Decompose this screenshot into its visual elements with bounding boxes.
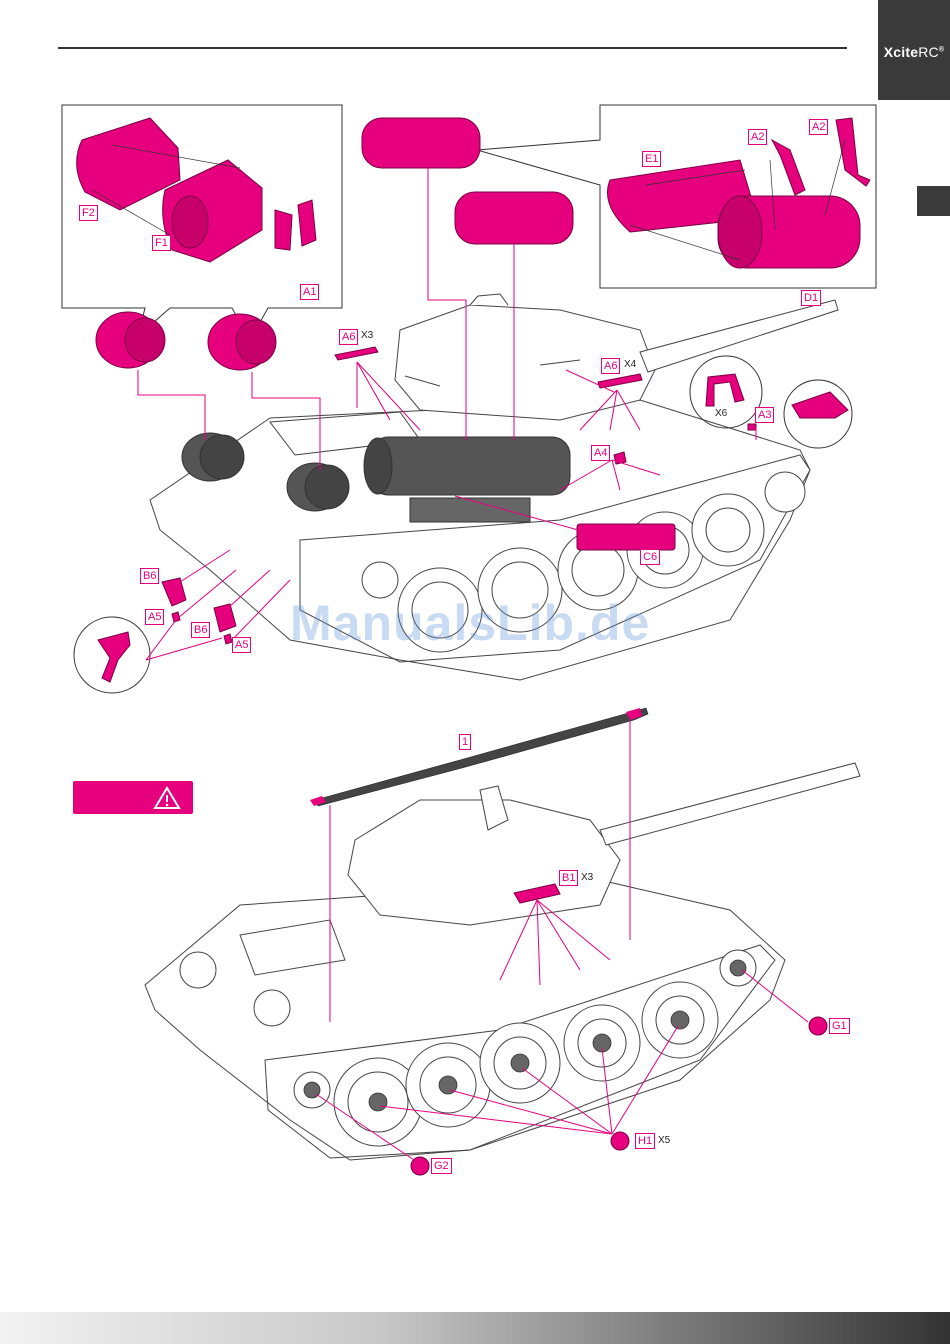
part-label-a6-left: A6 — [339, 329, 358, 345]
part-label-a5-right: A5 — [232, 637, 251, 653]
qty-x6: X6 — [715, 408, 727, 419]
part-label-h1: H1 — [635, 1133, 655, 1149]
watermark: ManualsLib.de — [290, 594, 650, 652]
warning-triangle-icon — [153, 785, 181, 811]
part-label-b6-upper: B6 — [140, 568, 159, 584]
part-label-e1: E1 — [642, 151, 661, 167]
part-label-a1: A1 — [300, 284, 319, 300]
part-label-b1: B1 — [559, 870, 578, 886]
qty-a6-left: X3 — [361, 330, 373, 341]
part-label-b6-lower: B6 — [191, 622, 210, 638]
qty-h1: X5 — [658, 1135, 670, 1146]
part-label-d1: D1 — [801, 290, 821, 306]
qty-a6-right: X4 — [624, 359, 636, 370]
part-label-f1: F1 — [152, 235, 171, 251]
part-label-a2-left: A2 — [748, 129, 767, 145]
part-label-g2: G2 — [431, 1158, 452, 1174]
part-label-a5-left: A5 — [145, 609, 164, 625]
part-label-c6: C6 — [640, 549, 660, 565]
part-label-1: 1 — [459, 734, 471, 750]
warning-banner — [73, 781, 193, 814]
qty-b1: X3 — [581, 872, 593, 883]
part-label-g1: G1 — [829, 1018, 850, 1034]
part-label-a6-right: A6 — [601, 358, 620, 374]
part-label-a2-right: A2 — [809, 119, 828, 135]
part-label-a3: A3 — [755, 407, 774, 423]
part-label-f2: F2 — [79, 205, 98, 221]
part-label-a4: A4 — [591, 445, 610, 461]
